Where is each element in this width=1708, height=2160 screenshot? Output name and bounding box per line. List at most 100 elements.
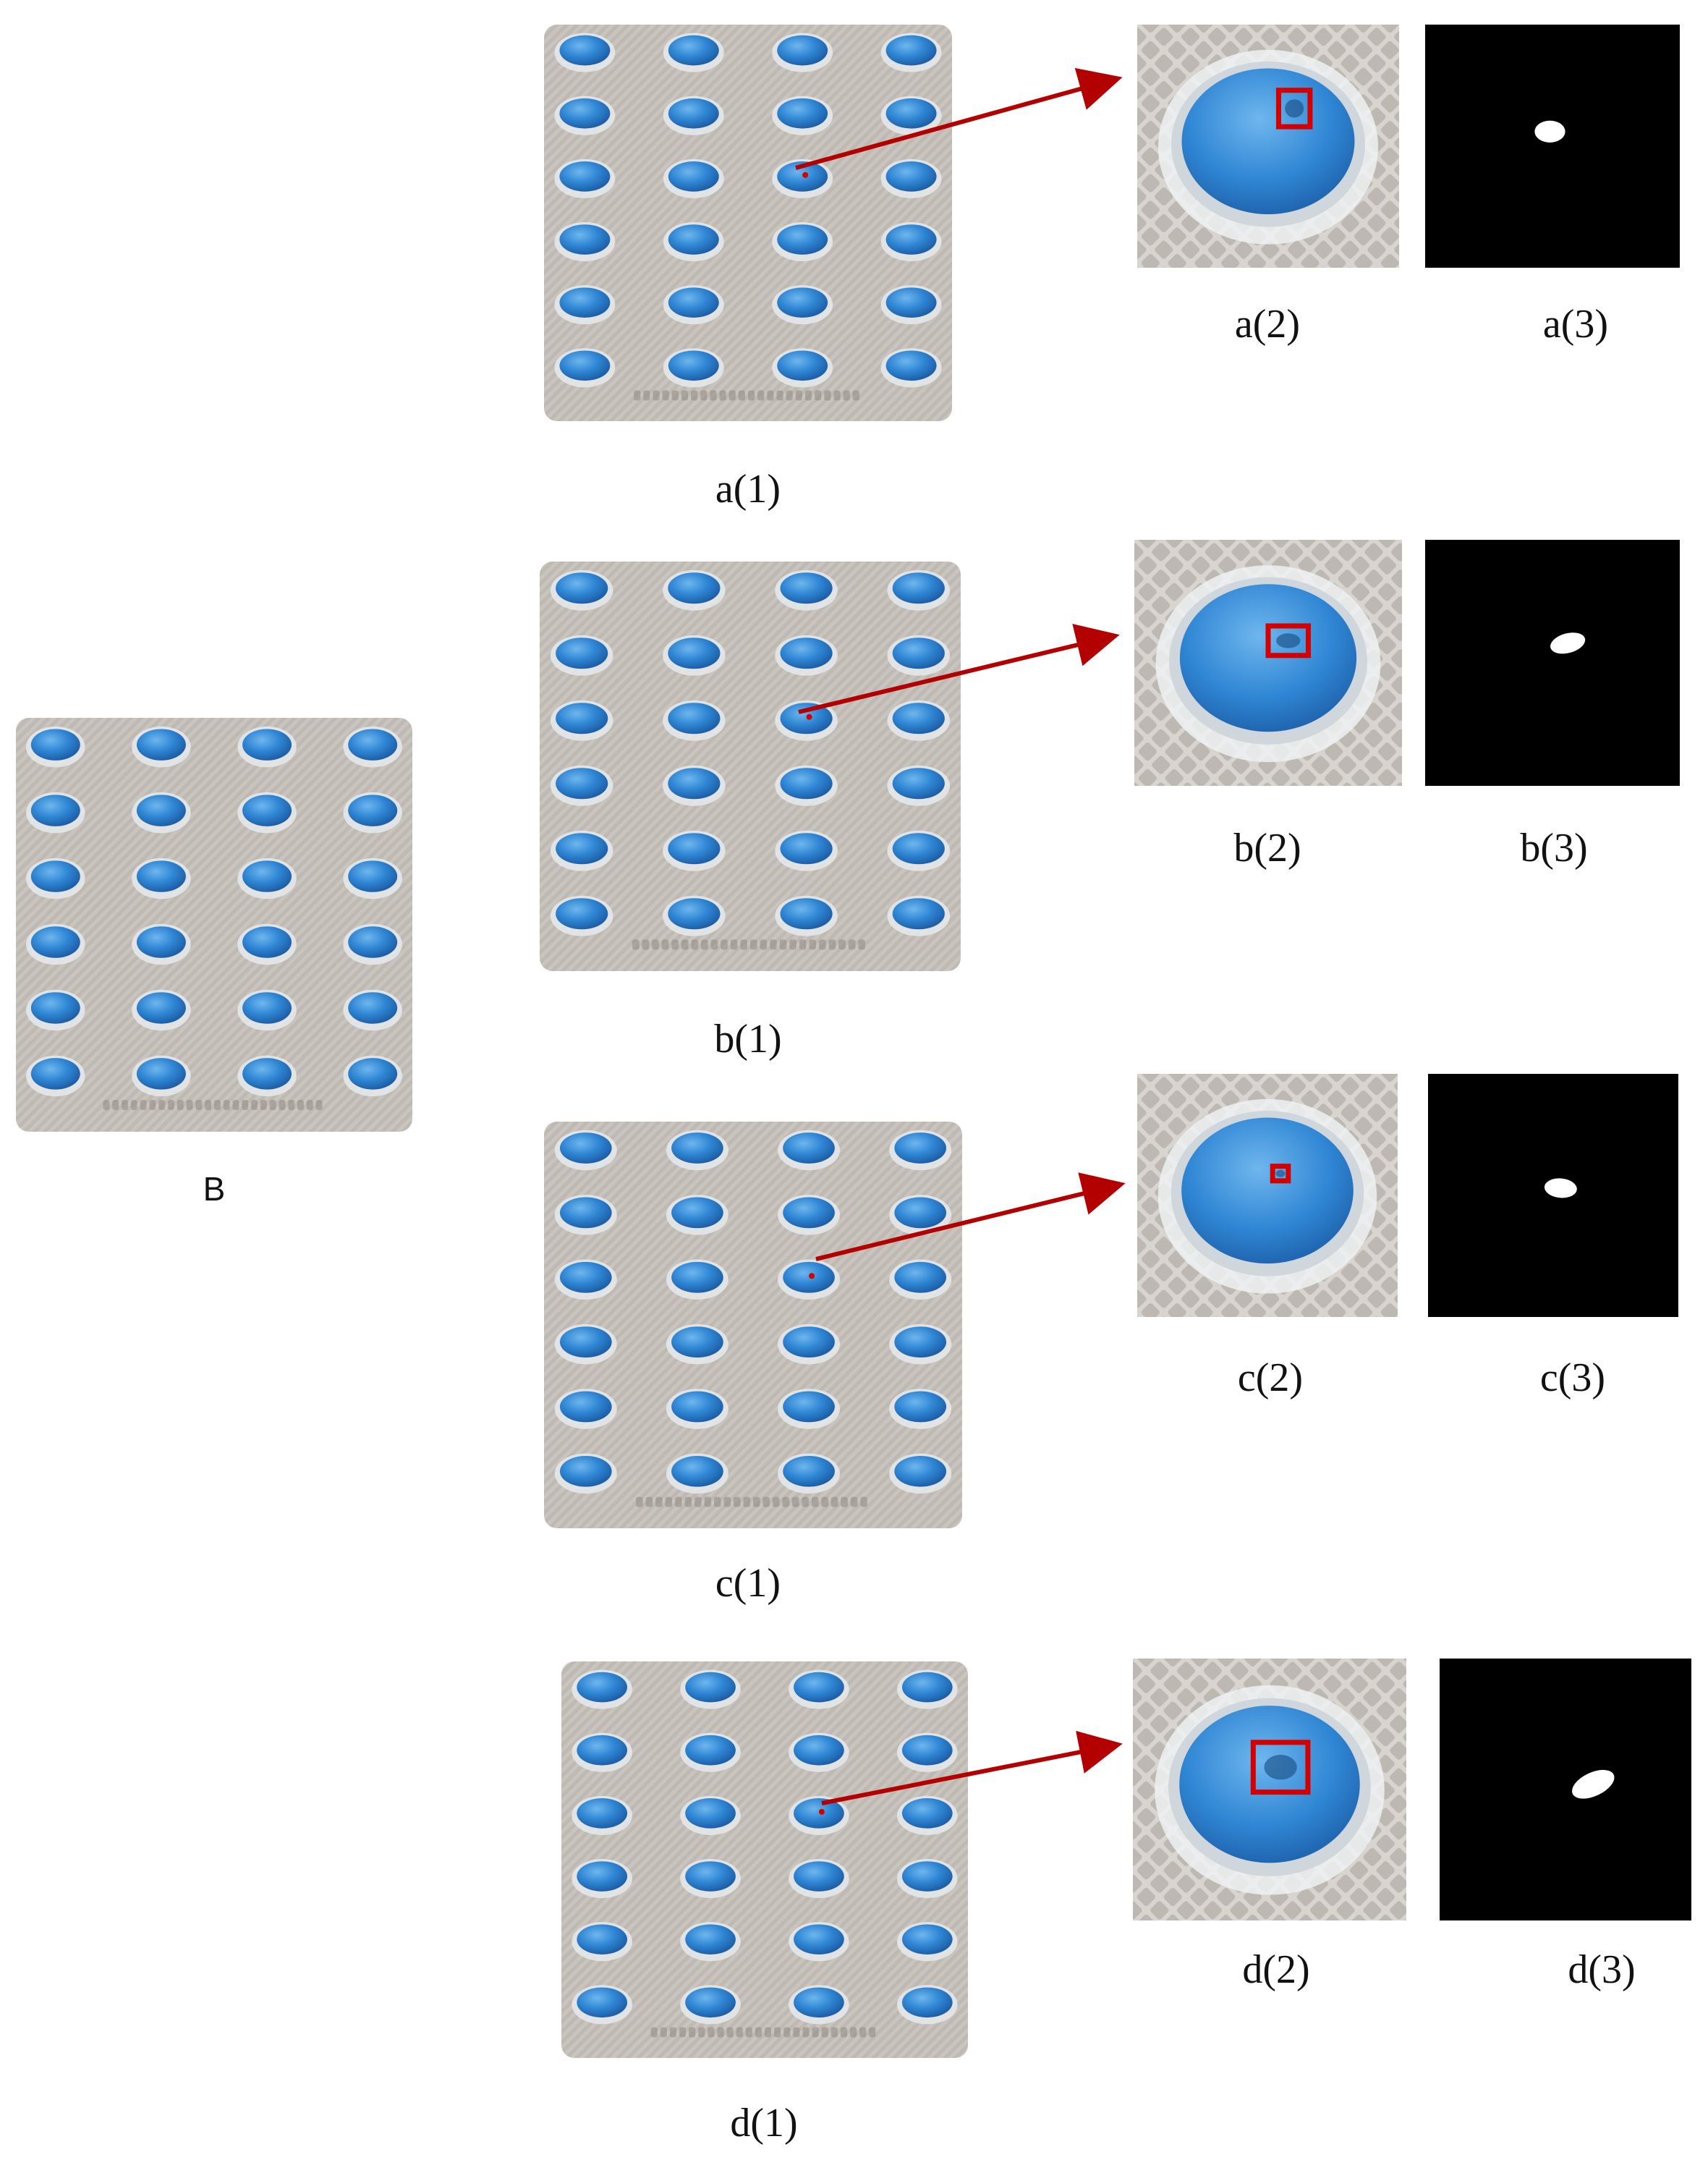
pill — [671, 1197, 723, 1229]
zoomed-pill — [1179, 1706, 1360, 1863]
row-d-mask-image — [1440, 1659, 1691, 1920]
row-a-blister-image — [544, 25, 952, 421]
reference-caption: B — [203, 1170, 226, 1208]
defect-box — [1250, 1740, 1311, 1795]
defect-marker — [806, 713, 812, 720]
pill — [685, 1798, 736, 1829]
defect-box — [1265, 623, 1311, 658]
pill — [783, 1455, 835, 1487]
pill-grid — [572, 1669, 958, 2025]
pill — [671, 1132, 723, 1164]
row-a-caption-3: a(3) — [1542, 302, 1609, 347]
pill — [348, 1058, 398, 1090]
pill — [30, 729, 80, 761]
row-c-caption-2: c(2) — [1237, 1355, 1304, 1400]
pill — [894, 1391, 947, 1423]
pill — [668, 224, 719, 255]
row-a-caption-2: a(2) — [1234, 302, 1301, 347]
pill — [685, 1861, 736, 1892]
defect-mask-region — [1534, 120, 1565, 143]
pill — [794, 1924, 844, 1954]
pill — [668, 898, 721, 930]
row-d-zoom-image — [1133, 1659, 1406, 1920]
pill — [559, 350, 611, 381]
pill — [556, 898, 608, 930]
pill — [559, 1197, 612, 1229]
pill — [780, 768, 833, 800]
pill — [885, 350, 937, 381]
zoomed-pill — [1181, 1117, 1354, 1264]
pill — [348, 795, 398, 826]
pill — [892, 572, 945, 604]
row-b-caption-3: b(3) — [1520, 826, 1588, 871]
pill — [892, 638, 945, 669]
pill — [559, 224, 611, 255]
pill — [668, 35, 719, 66]
pill — [242, 992, 292, 1024]
embossed-strip — [636, 1496, 867, 1507]
row-a-mask-image — [1425, 25, 1680, 268]
pill — [780, 703, 833, 734]
defect-mask-region — [1572, 1769, 1615, 1799]
pill — [136, 992, 186, 1024]
row-b-caption-2: b(2) — [1233, 826, 1301, 871]
pill — [777, 287, 828, 318]
pill — [671, 1261, 723, 1293]
defect-mask-region — [1550, 632, 1586, 654]
pill — [901, 1798, 953, 1829]
row-b-mask-image — [1425, 540, 1680, 786]
pill — [577, 1924, 628, 1954]
row-c-caption-1: c(1) — [715, 1561, 781, 1606]
pill — [901, 1672, 953, 1703]
pill — [136, 729, 186, 761]
pill — [777, 350, 828, 381]
row-d-blister-image — [561, 1661, 968, 2058]
row-a-zoom-image — [1137, 25, 1399, 268]
pill — [894, 1261, 947, 1293]
defect-marker — [809, 1273, 815, 1279]
pill — [556, 833, 608, 865]
pill — [559, 287, 611, 318]
pill — [136, 795, 186, 826]
pill — [885, 287, 937, 318]
pill — [30, 992, 80, 1024]
pill — [794, 1672, 844, 1703]
pill — [242, 1058, 292, 1090]
pill — [577, 1861, 628, 1892]
row-c-blister-image — [544, 1122, 962, 1528]
pill — [136, 860, 186, 892]
pill — [348, 860, 398, 892]
pill — [559, 1391, 612, 1423]
row-c-mask-image — [1428, 1074, 1678, 1317]
pill — [901, 1735, 953, 1766]
pill — [559, 1261, 612, 1293]
pill — [668, 833, 721, 865]
defect-marker — [802, 171, 809, 178]
embossed-strip — [634, 390, 859, 401]
row-c-zoom-image — [1137, 1074, 1398, 1317]
pill — [556, 572, 608, 604]
pill — [892, 898, 945, 930]
pill — [668, 350, 719, 381]
pill — [348, 992, 398, 1024]
defect-mask-region — [1544, 1178, 1577, 1198]
pill — [780, 572, 833, 604]
pill — [30, 795, 80, 826]
pill — [892, 833, 945, 865]
pill — [885, 35, 937, 66]
pill — [556, 703, 608, 734]
pill — [894, 1197, 947, 1229]
pill — [885, 98, 937, 129]
pill — [348, 926, 398, 958]
pill — [348, 729, 398, 761]
pill — [777, 224, 828, 255]
pill — [885, 161, 937, 192]
row-a-caption-1: a(1) — [715, 467, 781, 512]
pill — [242, 926, 292, 958]
pill — [577, 1798, 628, 1829]
row-b-blister-image — [540, 562, 961, 971]
pill — [242, 795, 292, 826]
pill — [894, 1326, 947, 1358]
defect-marker — [818, 1808, 825, 1815]
pill — [136, 926, 186, 958]
